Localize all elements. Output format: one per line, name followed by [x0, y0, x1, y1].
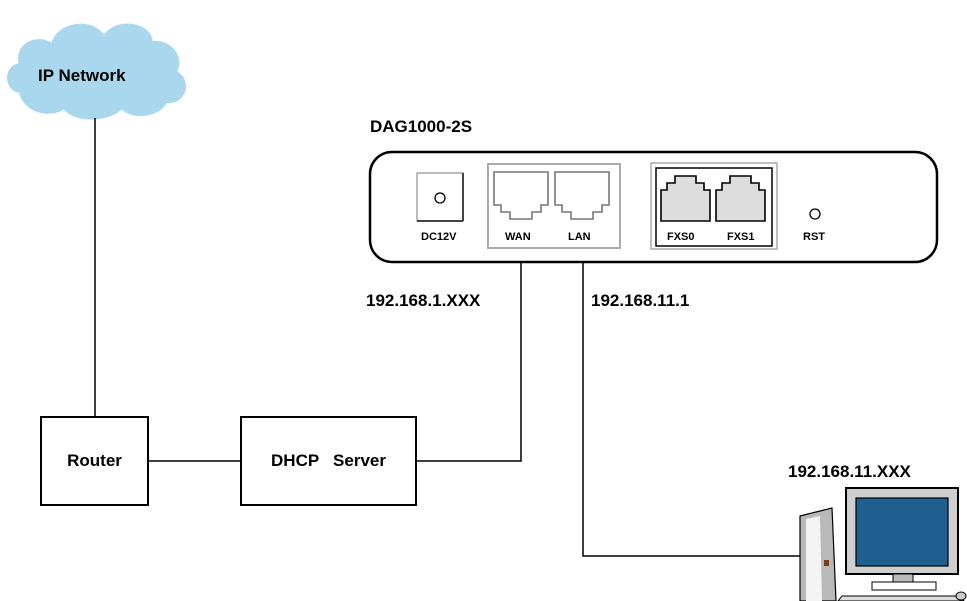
port-label-fxs1: FXS1 [727, 231, 755, 243]
pc-icon [799, 487, 967, 601]
dhcp-server-label: DHCP Server [271, 451, 386, 470]
port-label-fxs0: FXS0 [667, 231, 695, 243]
device-title: DAG1000-2S [370, 117, 473, 136]
fxs0-port [660, 175, 711, 222]
pc-ip-label: 192.168.11.XXX [788, 462, 911, 481]
lan-ip-label: 192.168.11.1 [591, 291, 690, 310]
router-node: Router [40, 416, 149, 506]
reset-button [809, 208, 821, 220]
ip-network-cloud [7, 23, 187, 120]
port-label-wan: WAN [505, 231, 531, 243]
lan-pc-link [582, 256, 800, 557]
wan-ip-label: 192.168.1.XXX [366, 291, 481, 310]
port-label-dc12v: DC12V [421, 231, 457, 243]
lan-port [554, 171, 610, 220]
cloud-label: IP Network [38, 66, 126, 85]
fxs1-port [715, 175, 766, 222]
dhcp-wan-link [416, 256, 522, 462]
port-label-rst: RST [803, 231, 825, 243]
router-label: Router [67, 451, 122, 470]
power-jack [416, 172, 464, 222]
wan-port [493, 171, 549, 220]
dhcp-server-node: DHCP Server [240, 416, 417, 506]
port-label-lan: LAN [568, 231, 591, 243]
